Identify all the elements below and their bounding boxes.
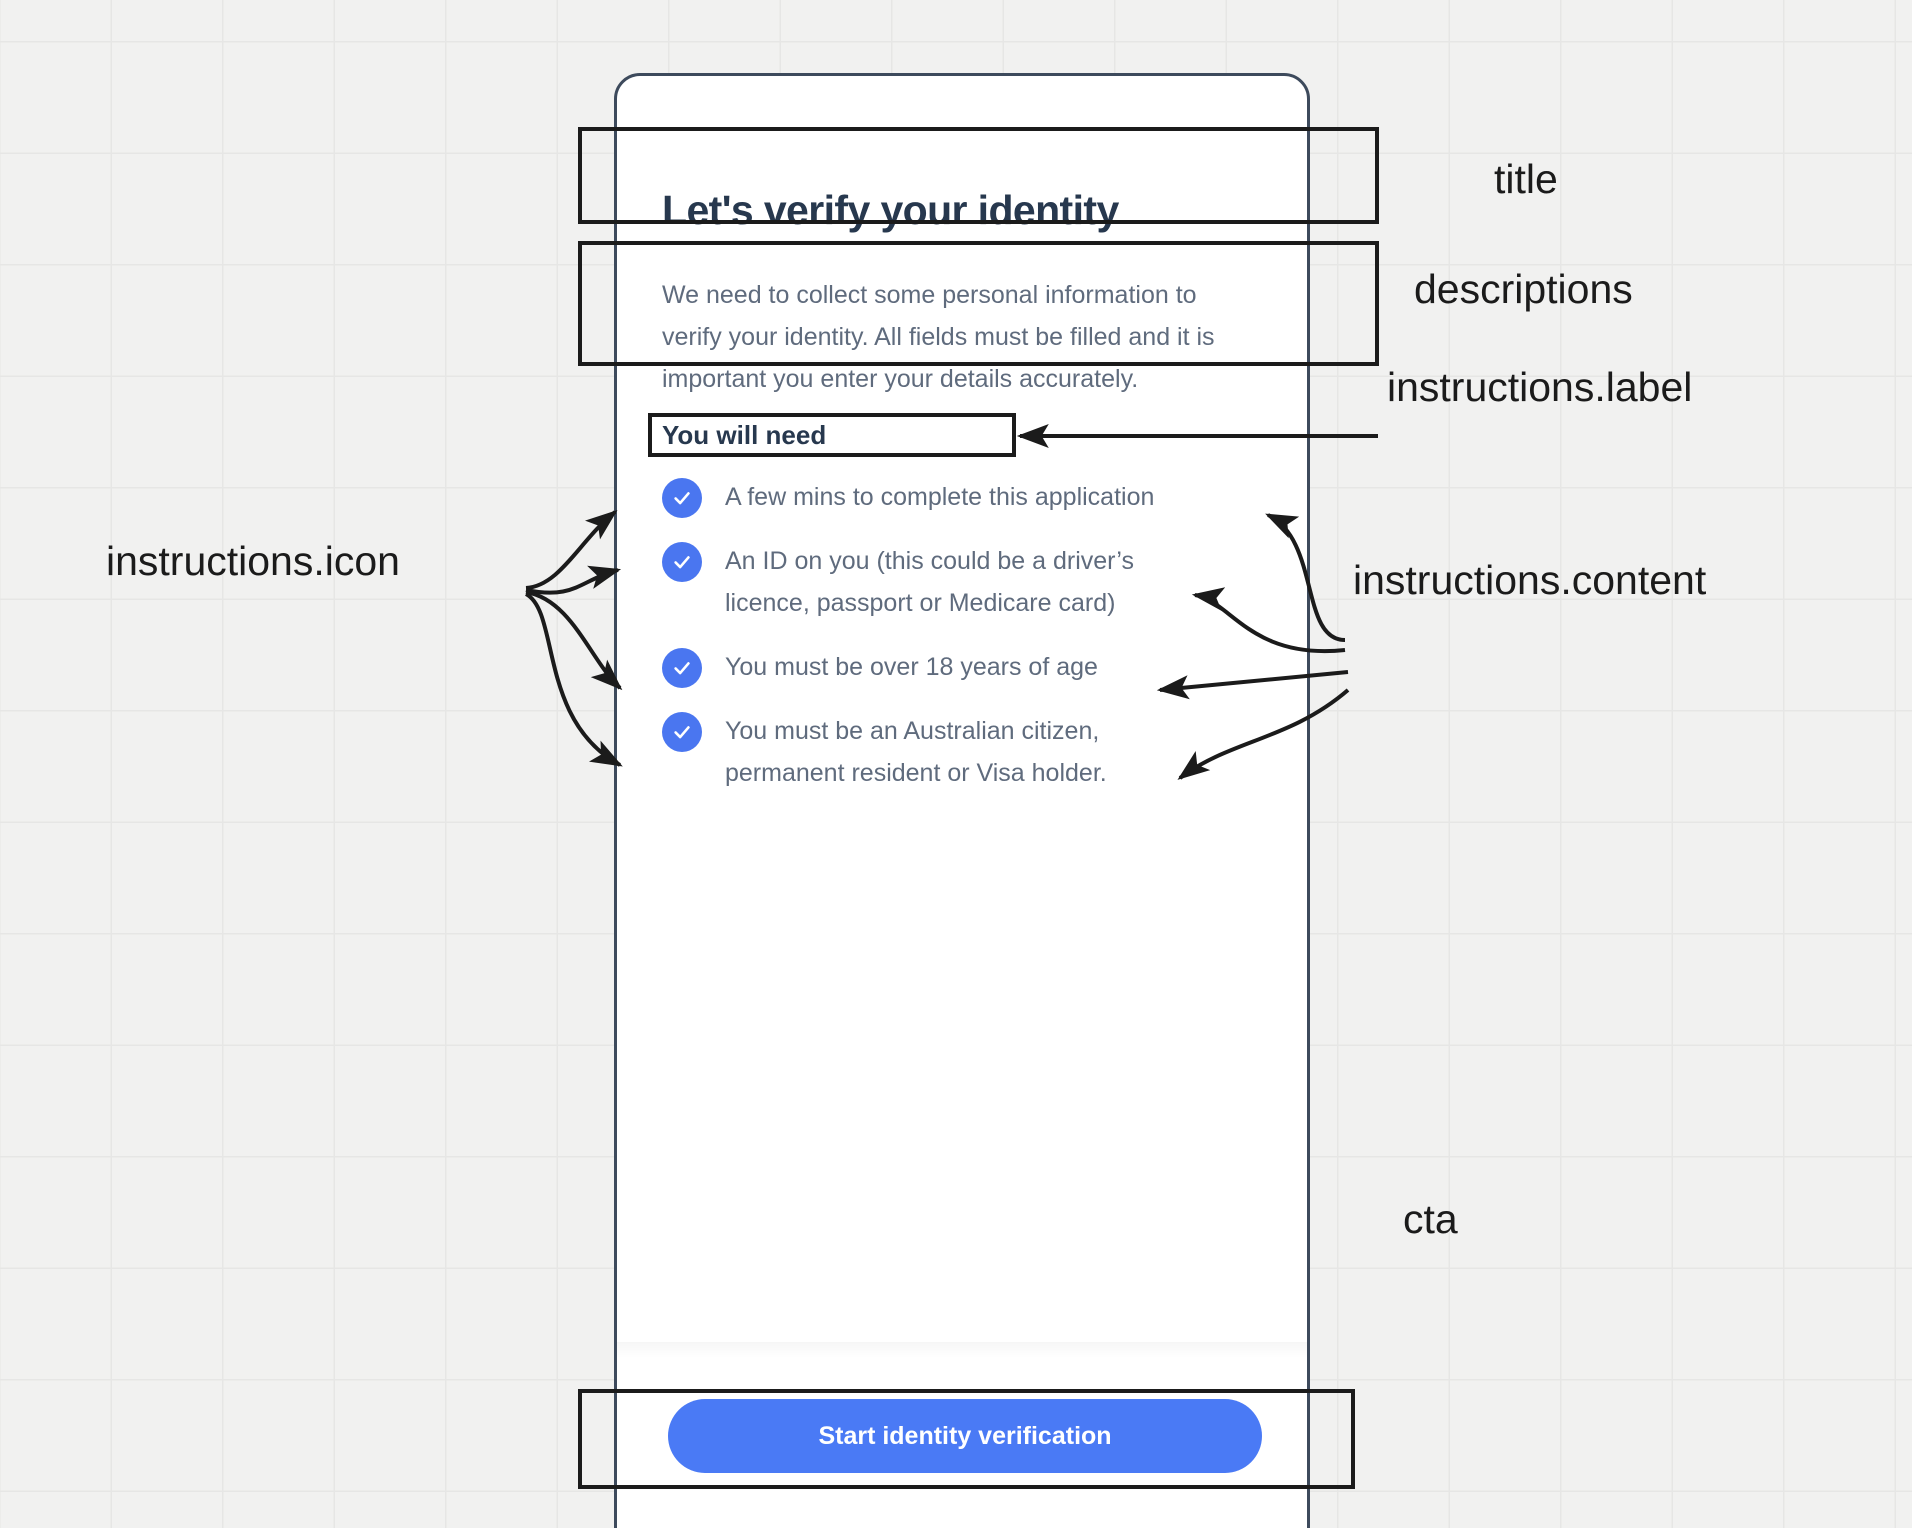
list-item: A few mins to complete this application [662,476,1272,518]
instruction-content: You must be over 18 years of age [725,653,1098,681]
list-item: An ID on you (this could be a driver’s l… [662,540,1272,624]
instructions-label: You will need [662,420,827,450]
phone-frame: Let's verify your identity We need to co… [614,73,1310,1528]
scroll-shadow-divider [617,1342,1307,1358]
check-circle-icon [662,712,702,752]
instruction-content: You must be an Australian citizen, perma… [725,717,1107,787]
instructions-list: A few mins to complete this application … [662,476,1272,816]
annotation-label-title: title [1494,156,1558,202]
list-item: You must be an Australian citizen, perma… [662,710,1272,794]
cta-footer: Start identity verification [617,1364,1307,1528]
leader-instructions-icon-2 [525,565,622,595]
page-title: Let's verify your identity [662,187,1119,234]
page-description: We need to collect some personal informa… [662,281,1215,393]
annotation-label-cta: cta [1403,1196,1458,1242]
check-circle-icon [662,542,702,582]
leader-instructions-icon-4 [524,592,623,767]
instruction-content: A few mins to complete this application [725,483,1155,511]
annotation-label-instructions-content: instructions.content [1353,557,1707,603]
instruction-content: An ID on you (this could be a driver’s l… [725,547,1135,617]
annotation-label-instructions-label: instructions.label [1387,364,1693,410]
leader-instructions-icon-1 [525,509,618,590]
phone-screen: Let's verify your identity We need to co… [617,76,1307,1528]
annotation-label-instructions-icon: instructions.icon [106,538,400,584]
start-identity-verification-button[interactable]: Start identity verification [668,1399,1262,1473]
annotation-label-descriptions: descriptions [1414,266,1633,312]
check-circle-icon [662,648,702,688]
list-item: You must be over 18 years of age [662,646,1272,688]
check-circle-icon [662,478,702,518]
leader-instructions-icon-3 [525,590,623,691]
